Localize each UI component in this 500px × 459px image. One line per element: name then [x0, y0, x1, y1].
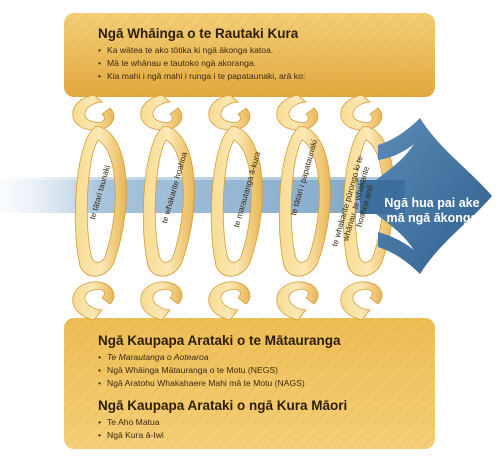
- bottom-panel-title: Ngā Kaupapa Arataki o te Mātauranga: [98, 333, 341, 348]
- bottom-panel-title-2: Ngā Kaupapa Arataki o ngā Kura Māori: [98, 397, 348, 413]
- arrow-head: [360, 118, 492, 274]
- top-bullet: Ka wātea te ako tōtika ki ngā ākonga kat…: [98, 44, 305, 57]
- bottom-panel-list: Te Marautanga o Aotearoa Ngā Whāinga Māt…: [98, 351, 347, 391]
- bottom-bullet: Te Marautanga o Aotearoa: [98, 351, 347, 364]
- bottom-bullet-2: Ngā Kura ā-Iwi: [98, 429, 347, 442]
- top-panel-title: Ngā Whāinga o te Rautaki Kura: [98, 26, 299, 41]
- top-panel-list: Ka wātea te ako tōtika ki ngā ākonga kat…: [98, 44, 305, 84]
- top-bullet: Kia mahi i ngā mahi i runga i te papatau…: [98, 70, 305, 83]
- coil-1: [72, 94, 127, 321]
- bottom-panel-text: Ngā Kaupapa Arataki o te Mātauranga Te M…: [98, 333, 347, 442]
- coil-3: [208, 94, 263, 321]
- outcome-label: Ngā hua pai ake mā ngā ākonga: [384, 196, 480, 225]
- top-bullet: Mā te whānau e tautoko ngā akoranga.: [98, 57, 305, 70]
- coil-2: [140, 94, 195, 321]
- bottom-bullet-2: Te Aho Matua: [98, 416, 347, 429]
- bottom-bullet: Ngā Aratohu Whakahaere Mahi mā te Motu (…: [98, 377, 347, 390]
- bottom-bullet: Ngā Whāinga Mātauranga o te Motu (NEGS): [98, 364, 347, 377]
- bottom-panel-list-2: Te Aho Matua Ngā Kura ā-Iwi: [98, 416, 347, 443]
- top-panel-text: Ngā Whāinga o te Rautaki Kura Ka wātea t…: [98, 26, 305, 84]
- arrow-shaft: [0, 177, 400, 213]
- coil-4: [276, 94, 331, 321]
